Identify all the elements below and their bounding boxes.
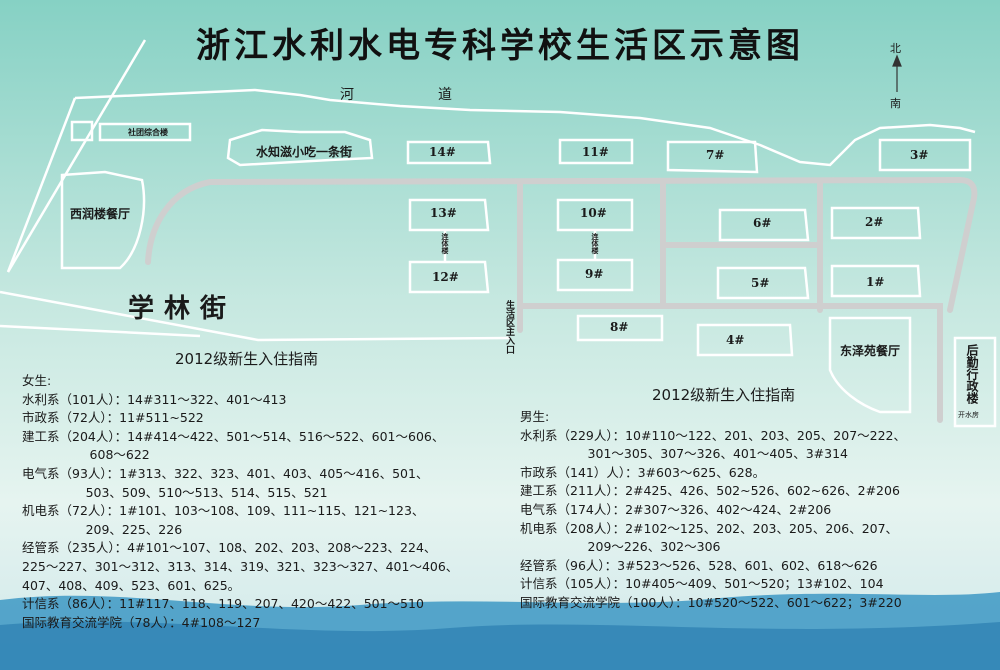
street-label: 学林街 <box>128 294 237 324</box>
snack-street-shape <box>226 128 374 167</box>
d1-shape <box>830 264 922 298</box>
female-line: 计信系（86人）：11#117、118、119、207、420～422、501～… <box>22 596 424 612</box>
dorm-1-label: 1# <box>866 275 885 289</box>
male-line: 建工系（211人）：2#425、426、502~526、602~626、2#20… <box>520 483 900 499</box>
d7-shape <box>666 140 759 174</box>
dorm-14-label: 14# <box>429 145 456 159</box>
d4-shape <box>696 323 794 357</box>
east-canteen-shape <box>828 316 912 414</box>
dorm-4-label: 4# <box>726 333 745 347</box>
dorm-3-label: 3# <box>910 148 929 162</box>
road-south <box>517 303 943 423</box>
west-canteen-shape <box>60 170 146 270</box>
dorm-5-label: 5# <box>751 276 770 290</box>
female-line: 225～227、301～312、313、314、319、321、323～327、… <box>22 558 459 574</box>
dorm-7-label: 7# <box>706 148 725 162</box>
female-line: 水利系（101人）：14#311～322、401～413 <box>22 391 287 407</box>
d5-shape <box>716 266 810 300</box>
club-box-a <box>70 120 94 142</box>
male-line: 机电系（208人）：2#102～125、202、203、205、206、207、 <box>520 520 899 536</box>
link-building-label-2: 连体楼 <box>591 233 600 254</box>
female-line: 电气系（93人）：1#313、322、323、401、403、405～416、5… <box>22 465 429 481</box>
male-line: 电气系（174人）：2#307～326、402～424、2#206 <box>520 501 832 517</box>
dorm-6-label: 6# <box>753 216 772 230</box>
west-boundary-2 <box>6 39 147 273</box>
female-line: 建工系（204人）：14#414～422、501～514、516～522、601… <box>22 428 445 444</box>
street-boundary-top <box>0 290 511 342</box>
male-guide-title: 2012级新生入住指南 <box>652 386 796 404</box>
river-label-2: 道 <box>438 87 452 103</box>
male-line: 国际教育交流学院（100人）：10#520～522、601～622；3#220 <box>520 594 902 610</box>
d3-shape <box>878 138 972 172</box>
female-line: 209、225、226 <box>22 521 183 537</box>
snack-street-label: 水知滋小吃一条街 <box>256 145 353 159</box>
female-line: 市政系（72人）：11#511~522 <box>22 410 204 426</box>
compass-arrow <box>892 54 902 92</box>
compass-north-label: 北 <box>890 42 901 55</box>
d11-shape <box>558 138 634 165</box>
dorm-8-label: 8# <box>610 320 629 334</box>
dorm-12-label: 12# <box>432 270 459 284</box>
female-line: 608～622 <box>22 447 150 463</box>
entrance-label: 生活区主入口 <box>504 300 514 354</box>
female-line: 经管系（235人）：4#101～107、108、202、203、208～223、… <box>22 540 437 556</box>
dorm-2-label: 2# <box>865 215 884 229</box>
water-wave-light <box>0 621 1000 670</box>
dorm-10-label: 10# <box>580 206 607 220</box>
male-guide-heading: 男生: <box>520 409 550 424</box>
dorm-9-label: 9# <box>585 267 604 281</box>
d9-shape <box>556 258 634 292</box>
club-building-label: 社团综合楼 <box>128 127 168 137</box>
compass-south-label: 南 <box>890 97 901 110</box>
male-line: 水利系（229人）：10#110～122、201、203、205、207～222… <box>520 427 906 443</box>
d14-shape <box>406 140 492 165</box>
north-boundary <box>74 88 976 167</box>
d6-shape <box>718 208 810 242</box>
d2-shape <box>830 206 922 240</box>
d8-shape <box>576 314 664 342</box>
d10-shape <box>556 198 634 232</box>
river-label-1: 河 <box>340 87 354 103</box>
dorm-11-label: 11# <box>582 145 609 159</box>
club-box-b <box>98 122 192 142</box>
dorm-13-label: 13# <box>430 206 457 220</box>
d13-shape <box>408 198 490 232</box>
page-title: 浙江水利水电专科学校生活区示意图 <box>196 26 804 66</box>
male-line: 209～226、302～306 <box>520 539 721 555</box>
male-line: 301～305、307～326、401～405、3#314 <box>520 446 848 462</box>
female-guide-heading: 女生: <box>22 373 52 388</box>
west-boundary <box>6 97 77 273</box>
female-line: 国际教育交流学院（78人）：4#108～127 <box>22 614 261 630</box>
road-main-north <box>145 176 978 313</box>
admin-box <box>953 336 997 428</box>
admin-label: 后勤行政楼 <box>965 344 979 404</box>
male-line: 计信系（105人）：10#405～409、501～520；13#102、104 <box>520 576 884 592</box>
link-building-label-1: 连体楼 <box>441 233 450 254</box>
female-line: 机电系（72人）：1#101、103～108、109、111~115、121~1… <box>22 503 425 519</box>
male-line: 经管系（96人）：3#523～526、528、601、602、618～626 <box>520 557 878 573</box>
east-canteen-label: 东泽苑餐厅 <box>840 344 901 358</box>
admin-sub-label: 开水房 <box>958 411 979 419</box>
female-line: 407、408、409、523、601、625。 <box>22 577 241 593</box>
female-guide-title: 2012级新生入住指南 <box>175 350 319 368</box>
male-guide: 男生: 水利系（229人）：10#110～122、201、203、205、207… <box>520 408 906 613</box>
d12-shape <box>408 260 490 294</box>
female-guide: 女生: 水利系（101人）：14#311～322、401～413 市政系（72人… <box>22 372 458 632</box>
female-line: 503、509、510～513、514、515、521 <box>22 484 328 500</box>
west-canteen-label: 西润楼餐厅 <box>70 207 131 221</box>
male-line: 市政系（141）人）：3#603～625、628。 <box>520 464 766 480</box>
street-boundary-bottom <box>0 324 201 338</box>
